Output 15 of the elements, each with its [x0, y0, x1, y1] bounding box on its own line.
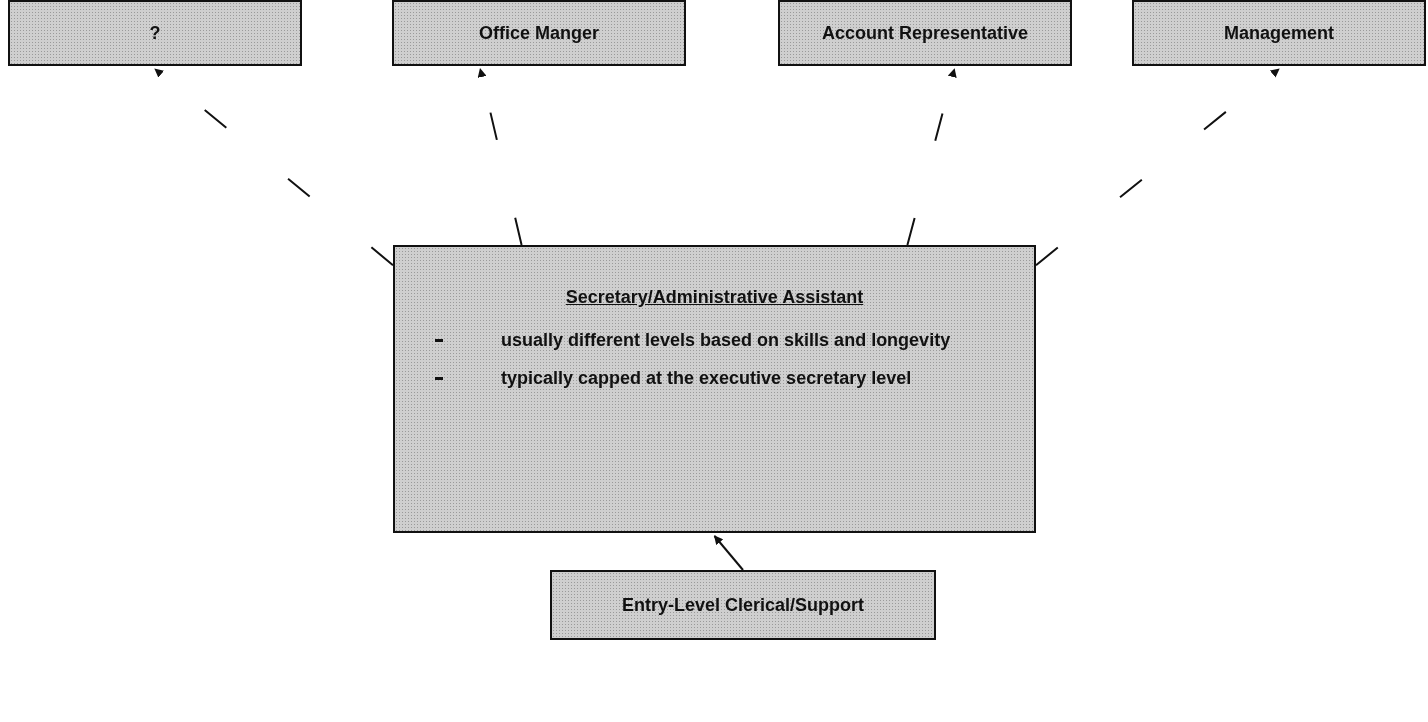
role-title: Account Representative — [821, 22, 1029, 44]
role-box — [1132, 0, 1426, 66]
bullet-text: usually different levels based on skills and longevity — [501, 329, 951, 351]
bullet-text: typically capped at the executive secretary level — [501, 368, 912, 390]
role-title: Management — [1224, 22, 1334, 44]
role-title: ? — [149, 22, 161, 44]
card-heading: Secretary/Administrative Assistant — [564, 287, 865, 308]
role-card — [393, 245, 1036, 533]
role-box — [550, 570, 936, 640]
arrow — [713, 535, 744, 571]
role-title: Office Manger — [479, 22, 599, 44]
role-box — [392, 0, 686, 66]
role-box — [778, 0, 1072, 66]
role-title: Entry-Level Clerical/Support — [621, 594, 865, 616]
role-box — [8, 0, 302, 66]
